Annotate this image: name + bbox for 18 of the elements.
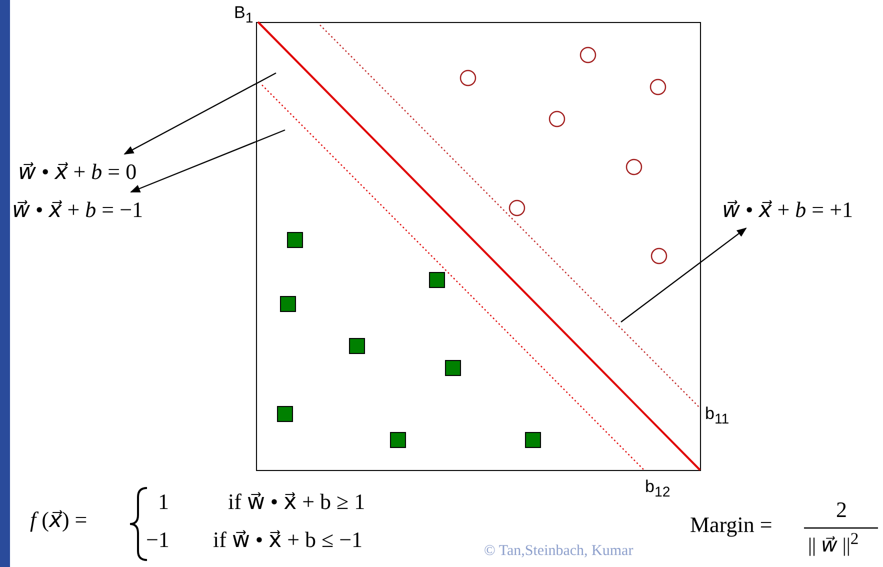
margin-label: Margin = (690, 513, 772, 538)
function-label: f (x⃗) = (30, 508, 88, 532)
arrow (124, 72, 276, 155)
fraction-denominator: || w⃗ ||$^{2}$ (808, 530, 859, 557)
case-value: 1 (158, 490, 169, 514)
corner-label: b$_{11}$ (705, 405, 730, 428)
case-condition: if w⃗ • x⃗ + b ≥ 1 (228, 490, 366, 514)
corner-label: b$_{12}$ (645, 478, 670, 501)
arrow (620, 228, 747, 322)
fraction-numerator: 2 (836, 498, 847, 522)
case-value: −1 (146, 528, 170, 552)
corner-label: B$_{1}$ (234, 4, 254, 27)
equation-label: w⃗ • x⃗ + b = −1 (12, 198, 143, 222)
arrow (130, 129, 286, 193)
copyright-note: © Tan,Steinbach, Kumar (484, 543, 634, 560)
case-condition: if w⃗ • x⃗ + b ≤ −1 (213, 528, 363, 552)
equation-label: w⃗ • x⃗ + b = +1 (722, 198, 853, 222)
equation-label: w⃗ • x⃗ + b = 0 (18, 160, 137, 184)
